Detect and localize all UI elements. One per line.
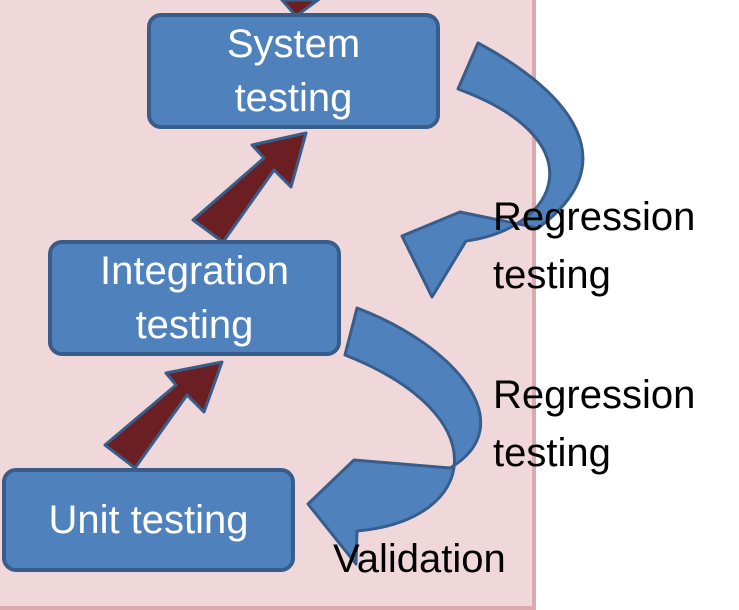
system-testing-box: System testing <box>147 13 440 129</box>
regression-2-line-2: testing <box>493 431 611 475</box>
up-arrow-integration-to-system <box>191 131 308 244</box>
integration-testing-line-2: testing <box>135 303 254 347</box>
unit-testing-label: Unit testing <box>48 498 249 542</box>
unit-testing-box: Unit testing <box>2 468 295 572</box>
regression-2-line-1: Regression <box>493 373 696 417</box>
up-arrow-top <box>280 0 321 19</box>
regression-1-line-1: Regression <box>493 195 696 239</box>
diagram-canvas: System testing Integration testing Unit … <box>0 0 695 610</box>
integration-testing-line-1: Integration <box>99 249 290 293</box>
regression-testing-label-1: Regression testing <box>493 188 695 304</box>
validation-label: Validation <box>333 537 506 581</box>
regression-testing-label-2: Regression testing <box>493 366 695 482</box>
connector-layer <box>103 0 585 566</box>
up-arrow-unit-to-integration <box>103 360 224 470</box>
curved-arrow-regression-2 <box>306 306 483 566</box>
system-testing-line-1: System <box>226 22 361 66</box>
curved-arrow-regression-1 <box>400 41 585 299</box>
integration-testing-box: Integration testing <box>48 240 341 356</box>
regression-1-line-2: testing <box>493 253 611 297</box>
system-testing-line-2: testing <box>234 76 353 120</box>
